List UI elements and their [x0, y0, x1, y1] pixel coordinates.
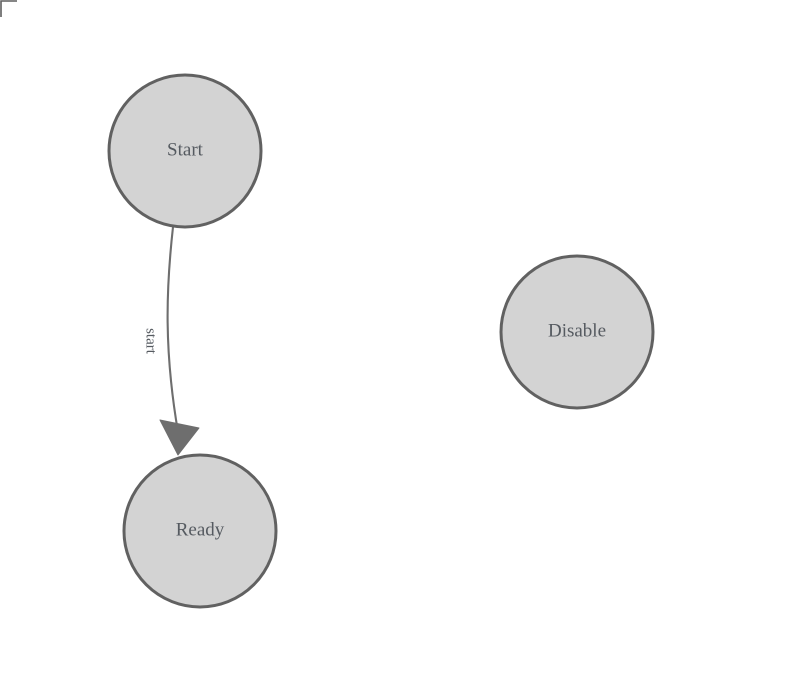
state-node-start-circle[interactable] — [107, 73, 263, 229]
state-node-ready-circle[interactable] — [122, 453, 278, 609]
state-node-disable[interactable]: Disable — [499, 254, 655, 410]
state-node-start[interactable]: Start — [107, 73, 263, 229]
canvas-corner-marker-icon — [0, 0, 17, 17]
edge-start-to-ready[interactable]: start — [143, 225, 200, 456]
edge-label-start: start — [143, 328, 159, 355]
state-node-disable-circle[interactable] — [499, 254, 655, 410]
edge-path-start-to-ready — [166, 225, 180, 434]
state-node-ready[interactable]: Ready — [122, 453, 278, 609]
arrowhead-icon — [159, 419, 200, 456]
